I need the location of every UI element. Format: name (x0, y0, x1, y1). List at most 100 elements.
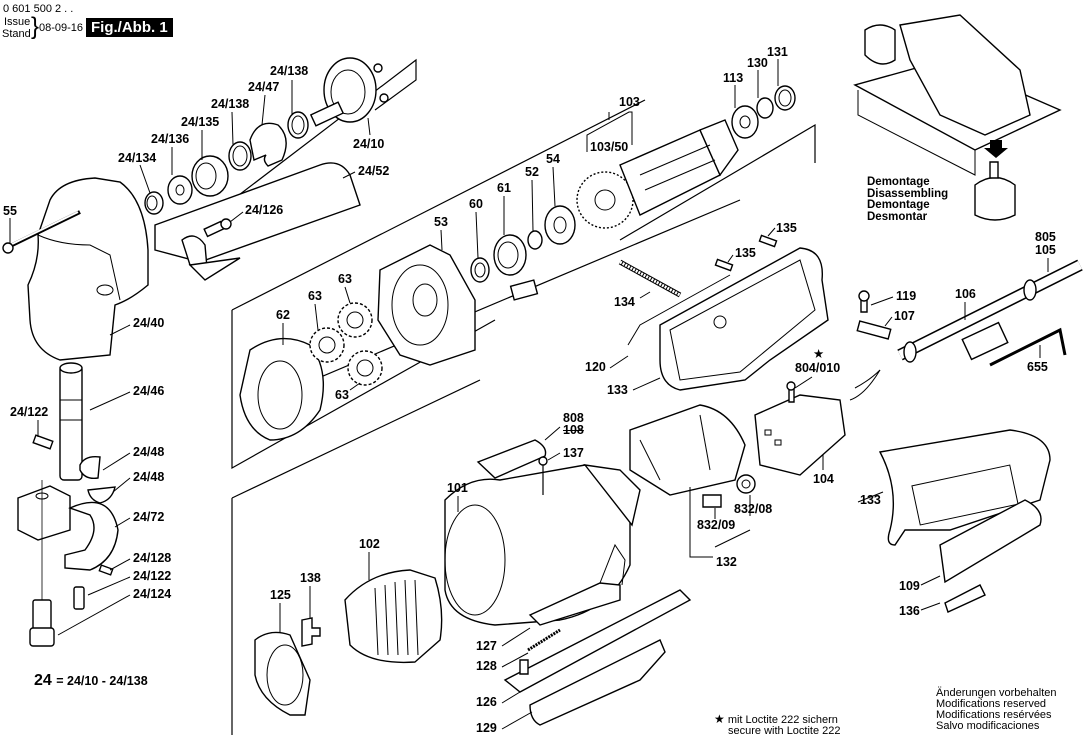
part-138-terminal (302, 618, 320, 646)
part-137-ball (539, 457, 547, 495)
label-135: 135 (735, 246, 756, 260)
loctite-note-en: secure with Loctite 222 (728, 725, 841, 737)
label-119: 119 (896, 289, 917, 303)
part-24-47-cam (250, 123, 286, 166)
label-126: 126 (476, 695, 497, 709)
part-62-ring-gear (240, 339, 323, 440)
part-129-grip-cover (530, 640, 665, 725)
label-62: 62 (276, 308, 290, 322)
label-113: 113 (723, 71, 744, 85)
label-102: 102 (359, 537, 380, 551)
blade-bracket (182, 236, 240, 280)
label-804-010: 804/010 (795, 361, 841, 375)
label-107: 107 (894, 309, 915, 323)
group-range: = 24/10 - 24/138 (56, 674, 148, 688)
label-135: 135 (776, 221, 797, 235)
part-24-48-die-b (88, 487, 115, 503)
loctite-note-de: mit Loctite 222 sichern (727, 714, 838, 726)
modifications-note: Änderungen vorbehalten Modifications res… (936, 688, 1056, 732)
label-130: 130 (747, 56, 768, 70)
part-113-bearing (732, 106, 758, 138)
loctite-star-marker: ★ (813, 347, 825, 361)
issue-label: Issue (4, 16, 31, 28)
figure-badge: Fig./Abb. 1 (86, 18, 173, 37)
loctite-note: ★ mit Loctite 222 sichern secure with Lo… (714, 712, 841, 737)
label-24-135: 24/135 (181, 115, 220, 129)
label-103: 103 (619, 95, 640, 109)
part-832-08-spring (737, 475, 755, 493)
part-134-long-screw (620, 262, 680, 295)
label-63: 63 (338, 272, 352, 286)
part-24-48-die-a (80, 457, 100, 479)
label-24-138: 24/138 (270, 64, 309, 78)
label-24-48: 24/48 (133, 445, 165, 459)
disassembly-fr: Demontage (867, 199, 930, 211)
disassembly-de: Demontage (867, 176, 930, 188)
group-legend: 24 = 24/10 - 24/138 (34, 672, 148, 690)
group-number: 24 (34, 672, 52, 689)
part-63-planet-gear-c (348, 351, 382, 385)
label-127: 127 (476, 639, 497, 653)
label-133: 133 (607, 383, 628, 397)
label-24-122: 24/122 (10, 405, 49, 419)
part-133-housing-half (660, 248, 828, 390)
label-808: 808 (563, 411, 584, 425)
part-24-52-blade-guide (155, 163, 360, 262)
part-53-gear-housing (378, 245, 475, 365)
disassembly-es: Desmontar (867, 210, 928, 223)
loctite-pad (511, 280, 538, 300)
part-107-clamp-plate (857, 321, 890, 339)
label-63: 63 (335, 388, 349, 402)
part-24-46-punch (60, 363, 82, 480)
modifications-en: Modifications reserved (936, 698, 1047, 710)
part-24-124-bolt (30, 600, 54, 646)
label-832-08: 832/08 (734, 502, 773, 516)
part-105-cable-clamp (962, 323, 1008, 360)
label-24-46: 24/46 (133, 384, 165, 398)
part-24-135-bearing (192, 156, 228, 196)
part-61-bearing (494, 235, 526, 275)
disassembly-illustration (855, 15, 1060, 220)
label-832-09: 832/09 (697, 518, 736, 532)
label-131: 131 (767, 45, 788, 59)
star-icon: ★ (714, 712, 725, 726)
modifications-de: Änderungen vorbehalten (936, 687, 1057, 699)
part-109-nameplate (940, 500, 1041, 582)
label-138: 138 (300, 571, 321, 585)
label-101: 101 (447, 481, 468, 495)
part-136-plate (945, 585, 985, 612)
part-52-spacer (528, 231, 542, 249)
part-54-bearing (545, 206, 575, 244)
part-63-planet-gear-b (338, 303, 372, 337)
part-832-09-carbon-brush (703, 495, 721, 507)
label-55: 55 (3, 204, 17, 218)
part-804-010-screw (787, 382, 795, 402)
label-24-134: 24/134 (118, 151, 157, 165)
label-134: 134 (614, 295, 635, 309)
label-106: 106 (955, 287, 976, 301)
label-53: 53 (434, 215, 448, 229)
part-24-134-bushing (145, 192, 163, 214)
part-128-spring (528, 630, 560, 650)
modifications-es: Salvo modificaciones (936, 720, 1040, 732)
part-24-136-washer (168, 176, 192, 204)
label-24-136: 24/136 (151, 132, 190, 146)
part-104-switch (755, 395, 845, 475)
label-24-128: 24/128 (133, 551, 172, 565)
label-60: 60 (469, 197, 483, 211)
part-130-ring (757, 98, 773, 118)
part-24-122-screw-b (74, 587, 84, 609)
issue-date: 08-09-16 (39, 22, 84, 34)
label-24-122: 24/122 (133, 569, 172, 583)
part-55-screw (3, 212, 80, 253)
label-133: 133 (860, 493, 881, 507)
label-24-40: 24/40 (133, 316, 165, 330)
part-24-40-head-housing (28, 178, 148, 360)
label-137: 137 (563, 446, 584, 460)
part-127-slider (530, 545, 625, 625)
label-24-138: 24/138 (211, 97, 250, 111)
part-number: 0 601 500 2 . . (3, 3, 74, 15)
label-54: 54 (546, 152, 560, 166)
label-655: 655 (1027, 360, 1048, 374)
